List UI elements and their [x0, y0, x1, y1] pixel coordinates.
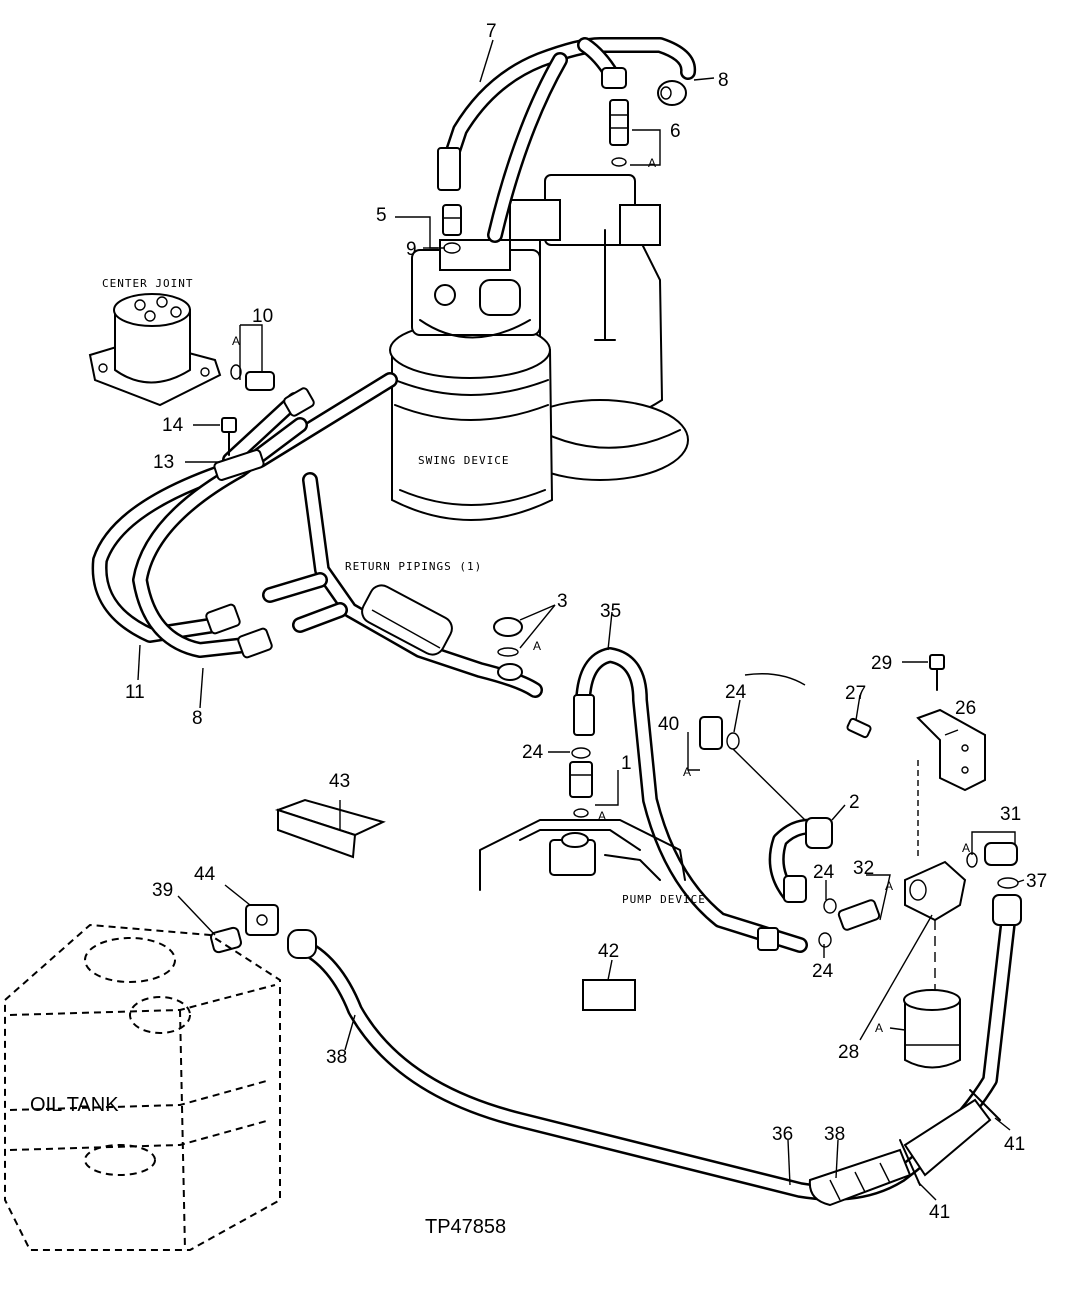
detail-markers: A A A A A A A A	[232, 156, 970, 1035]
callout-43: 43	[329, 771, 350, 792]
fitting-32	[818, 898, 881, 948]
callout-39: 39	[152, 880, 173, 901]
bolt-27	[846, 717, 872, 739]
hose-35	[573, 647, 808, 953]
clamp-13	[213, 449, 265, 481]
callout-2: 2	[849, 792, 860, 813]
callout-35: 35	[600, 601, 621, 622]
callout-8-left: 8	[192, 708, 203, 729]
callout-41: 41	[929, 1202, 950, 1223]
callout-27: 27	[845, 683, 866, 704]
bracket-26	[916, 708, 986, 860]
callout-44: 44	[194, 864, 216, 885]
fitting-1	[569, 747, 593, 818]
detail-marker-a: A	[648, 156, 656, 170]
cap-3	[493, 617, 523, 657]
center-joint-label: CENTER JOINT	[102, 277, 193, 290]
filter-cartridge	[903, 989, 961, 1069]
callout-6: 6	[670, 121, 681, 142]
callout-40: 40	[658, 714, 679, 735]
detail-marker-a: A	[598, 809, 606, 823]
callout-24: 24	[812, 961, 834, 982]
callout-9: 9	[406, 239, 417, 260]
fitting-6	[609, 99, 629, 167]
fitting-40	[699, 673, 806, 821]
callout-37: 37	[1026, 871, 1047, 892]
fitting-31	[966, 842, 1018, 868]
pump-device: PUMP DEVICE	[479, 819, 706, 906]
callout-numbers: 7 8 6 5 9 10 14 13 11 8 3 35 24 1 40 24 …	[125, 21, 1047, 1223]
leader-lines	[137, 39, 1025, 1201]
detail-marker-a: A	[885, 879, 893, 893]
oil-tank: OIL TANK	[4, 923, 281, 1251]
callout-31: 31	[1000, 804, 1021, 825]
detail-marker-a: A	[875, 1021, 883, 1035]
callout-7: 7	[486, 21, 497, 42]
callout-38: 38	[326, 1047, 347, 1068]
fitting-10	[230, 364, 275, 391]
callout-3: 3	[557, 591, 568, 612]
callout-29: 29	[871, 653, 892, 674]
decal-42	[582, 979, 636, 1011]
figure-id: TP47858	[425, 1216, 506, 1238]
callout-28: 28	[838, 1042, 859, 1063]
oil-tank-label: OIL TANK	[30, 1094, 119, 1116]
detail-marker-a: A	[683, 765, 691, 779]
callout-24: 24	[522, 742, 544, 763]
callout-38: 38	[824, 1124, 845, 1145]
center-joint: CENTER JOINT	[88, 277, 222, 407]
callout-24: 24	[725, 682, 747, 703]
decal-43	[274, 798, 386, 859]
callout-42: 42	[598, 941, 619, 962]
filter-head-28	[904, 860, 967, 990]
callout-1: 1	[621, 753, 632, 774]
callout-11: 11	[125, 682, 145, 703]
hose-2	[768, 817, 833, 903]
swing-device: SWING DEVICE	[389, 174, 689, 521]
detail-marker-a: A	[962, 841, 970, 855]
fitting-39	[210, 926, 242, 954]
callout-10: 10	[252, 306, 273, 327]
detail-marker-a: A	[533, 639, 541, 653]
bolt-29	[929, 654, 945, 691]
callout-32: 32	[853, 858, 874, 879]
hose-7	[437, 37, 697, 243]
callout-14: 14	[162, 415, 184, 436]
tee-44	[245, 904, 279, 936]
callout-36: 36	[772, 1124, 793, 1145]
callout-13: 13	[153, 452, 174, 473]
callout-8-top: 8	[718, 70, 729, 91]
fitting-5	[442, 204, 462, 254]
callout-5: 5	[376, 205, 387, 226]
callout-26: 26	[955, 698, 976, 719]
return-pipings: RETURN PIPINGS (1)	[262, 472, 543, 698]
return-pipings-label: RETURN PIPINGS (1)	[345, 560, 482, 573]
bolt-14	[221, 417, 237, 456]
hoses-11-8	[91, 372, 398, 659]
pump-device-label: PUMP DEVICE	[622, 893, 706, 906]
fitting-8-top	[657, 80, 687, 106]
callout-41: 41	[1004, 1134, 1025, 1155]
detail-marker-a: A	[232, 334, 240, 348]
swing-device-label: SWING DEVICE	[418, 454, 509, 467]
hose-36-38	[287, 877, 1022, 1207]
callout-24: 24	[813, 862, 835, 883]
